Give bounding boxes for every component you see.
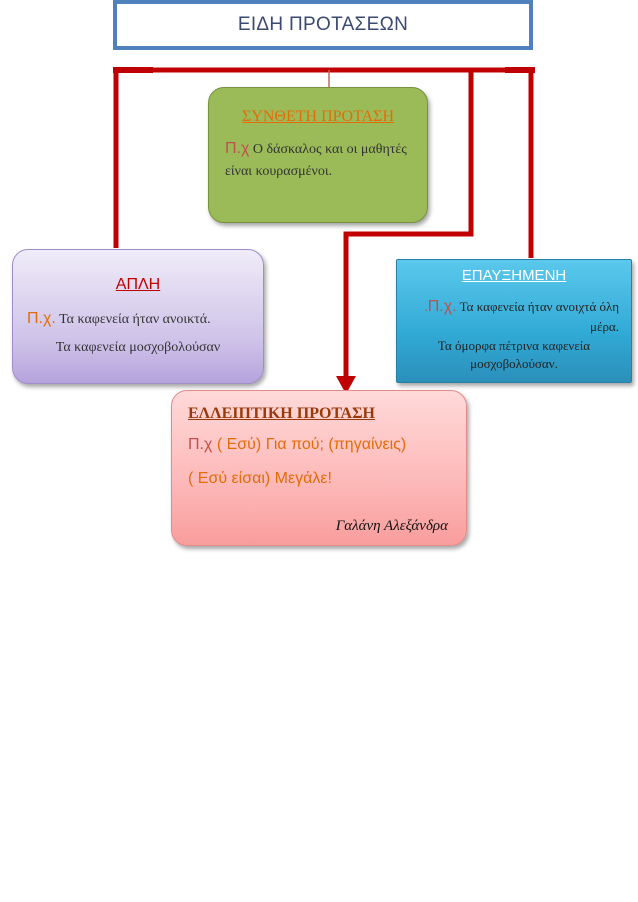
elleiptiki-prefix: Π.χ [188, 436, 213, 453]
connector-elleiptiki [343, 70, 474, 382]
apli-example-2: Τα καφενεία μοσχοβολούσαν [55, 340, 221, 355]
syntheti-title: ΣΥΝΘΕΤΗ ΠΡΟΤΑΣΗ [242, 108, 394, 125]
apli-prefix: Π.χ. [27, 310, 56, 327]
apli-example-1-text: Τα καφενεία ήταν ανοικτά. [55, 312, 211, 327]
title-box: ΕΙΔΗ ΠΡΟΤΑΣΕΩΝ [113, 0, 533, 50]
arrowhead-elleiptiki [336, 376, 356, 394]
elleiptiki-example-2: ( Εσύ είσαι) Μεγάλε! [188, 470, 332, 487]
page-title: ΕΙΔΗ ΠΡΟΤΑΣΕΩΝ [117, 4, 529, 46]
epauximeni-example-2: Τα όμορφα πέτρινα καφενεία μοσχοβολούσαν… [437, 338, 591, 371]
connector-cap-left [113, 67, 153, 73]
author-signature: Γαλάνη Αλεξάνδρα [335, 518, 448, 534]
epauximeni-prefix: Π.χ. [427, 298, 457, 315]
elleiptiki-example-1: Π.χ ( Εσύ) Για πού; (πηγαίνεις) [188, 436, 450, 454]
connector-cap-right [505, 67, 535, 73]
syntheti-example: Π.χ Ο δάσκαλος και οι μαθητές είναι κουρ… [225, 138, 411, 183]
syntheti-example-text: Ο δάσκαλος και οι μαθητές είναι κουρασμέ… [225, 142, 407, 179]
elleiptiki-title: ΕΛΛΕΙΠΤΙΚΗ ΠΡΟΤΑΣΗ [188, 405, 375, 422]
epauximeni-box: ΕΠΑΥΞΗΜΕΝΗ .Π.χ. Τα καφενεία ήταν ανοιχτ… [396, 259, 632, 383]
elleiptiki-example-1-text: ( Εσύ) Για πού; (πηγαίνεις) [212, 436, 407, 453]
elleiptiki-box: ΕΛΛΕΙΠΤΙΚΗ ΠΡΟΤΑΣΗ Π.χ ( Εσύ) Για πού; (… [171, 390, 467, 546]
epauximeni-title: ΕΠΑΥΞΗΜΕΝΗ [461, 267, 567, 284]
apli-box: ΑΠΛΗ Π.χ. Τα καφενεία ήταν ανοικτά. Τα κ… [12, 249, 264, 384]
epauximeni-example-1: .Π.χ. Τα καφενεία ήταν ανοιχτά όλη μέρα. [409, 297, 619, 337]
epauximeni-example-1-text: Τα καφενεία ήταν ανοιχτά όλη μέρα. [456, 299, 619, 334]
syntheti-prefix: Π.χ [225, 140, 250, 157]
apli-example-1: Π.χ. Τα καφενεία ήταν ανοικτά. [27, 310, 249, 328]
syntheti-box: ΣΥΝΘΕΤΗ ΠΡΟΤΑΣΗ Π.χ Ο δάσκαλος και οι μα… [208, 87, 428, 223]
apli-title: ΑΠΛΗ [115, 276, 161, 293]
epauximeni-dot: . [424, 299, 428, 314]
